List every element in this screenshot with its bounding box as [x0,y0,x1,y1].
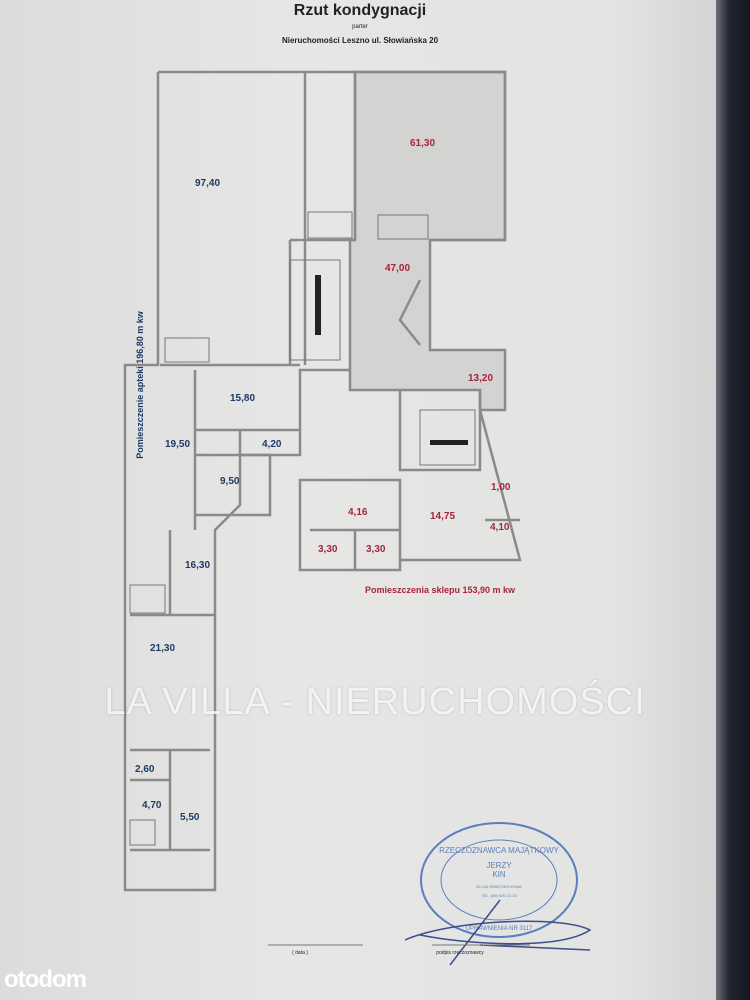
stamp-line: 64-115 ŚWIĘCIECHOWA [476,884,522,889]
stamp-line: TEL. (65) 520 23 23 [481,893,517,898]
room-area: 97,40 [195,178,220,189]
signature-caption: podpis rzeczoznawcy [436,950,484,956]
shop-room-labels: 61,30 47,00 13,20 1,00 4,16 14,75 4,10 3… [318,138,511,555]
room-area: 9,50 [220,476,240,487]
room-area: 21,30 [150,643,175,654]
pharmacy-room-labels: 97,40 15,80 19,50 4,20 9,50 16,30 21,30 … [135,178,282,823]
room-area: 4,10 [490,522,510,533]
room-area: 13,20 [468,373,493,384]
date-caption: ( data ) [292,950,308,956]
plan-title: Rzut kondygnacji [293,2,427,19]
room-area: 16,30 [185,560,210,571]
room-area: 47,00 [385,263,410,274]
room-area: 5,50 [180,812,200,823]
stamp-name: KIN [492,870,506,879]
stamp: RZECZOZNAWCA MAJĄTKOWY JERZY KIN 64-115 … [404,822,592,966]
watermark: LA VILLA - NIERUCHOMOŚCI [104,681,646,723]
room-area: 61,30 [410,138,435,149]
otodom-logo: otodom [4,966,87,993]
room-area: 3,30 [318,544,338,555]
shop-area [348,70,507,412]
pharmacy-area-label: Pomieszczenie apteki 196,80 m kw [135,311,145,459]
stamp-ring-bottom: UPRAWNIENIA NR 3117 [466,926,533,932]
plan-address: Nieruchomości Leszno ul. Słowiańska 20 [281,36,439,45]
plan-subtitle: parter [352,24,368,30]
room-area: 4,70 [142,800,162,811]
stairs [129,211,476,846]
signature [404,899,592,966]
room-area: 3,30 [366,544,386,555]
room-area: 15,80 [230,393,255,404]
room-area: 2,60 [135,764,155,775]
room-area: 19,50 [165,439,190,450]
room-area: 14,75 [430,511,455,522]
shop-area-label: Pomieszczenia sklepu 153,90 m kw [364,585,516,595]
stamp-ring-text: RZECZOZNAWCA MAJĄTKOWY [439,846,559,855]
room-area: 4,16 [348,507,368,518]
room-area: 4,20 [262,439,282,450]
stamp-name: JERZY [486,861,512,870]
walls [123,70,522,892]
room-area: 1,00 [491,482,511,493]
table-edge [716,0,750,1000]
